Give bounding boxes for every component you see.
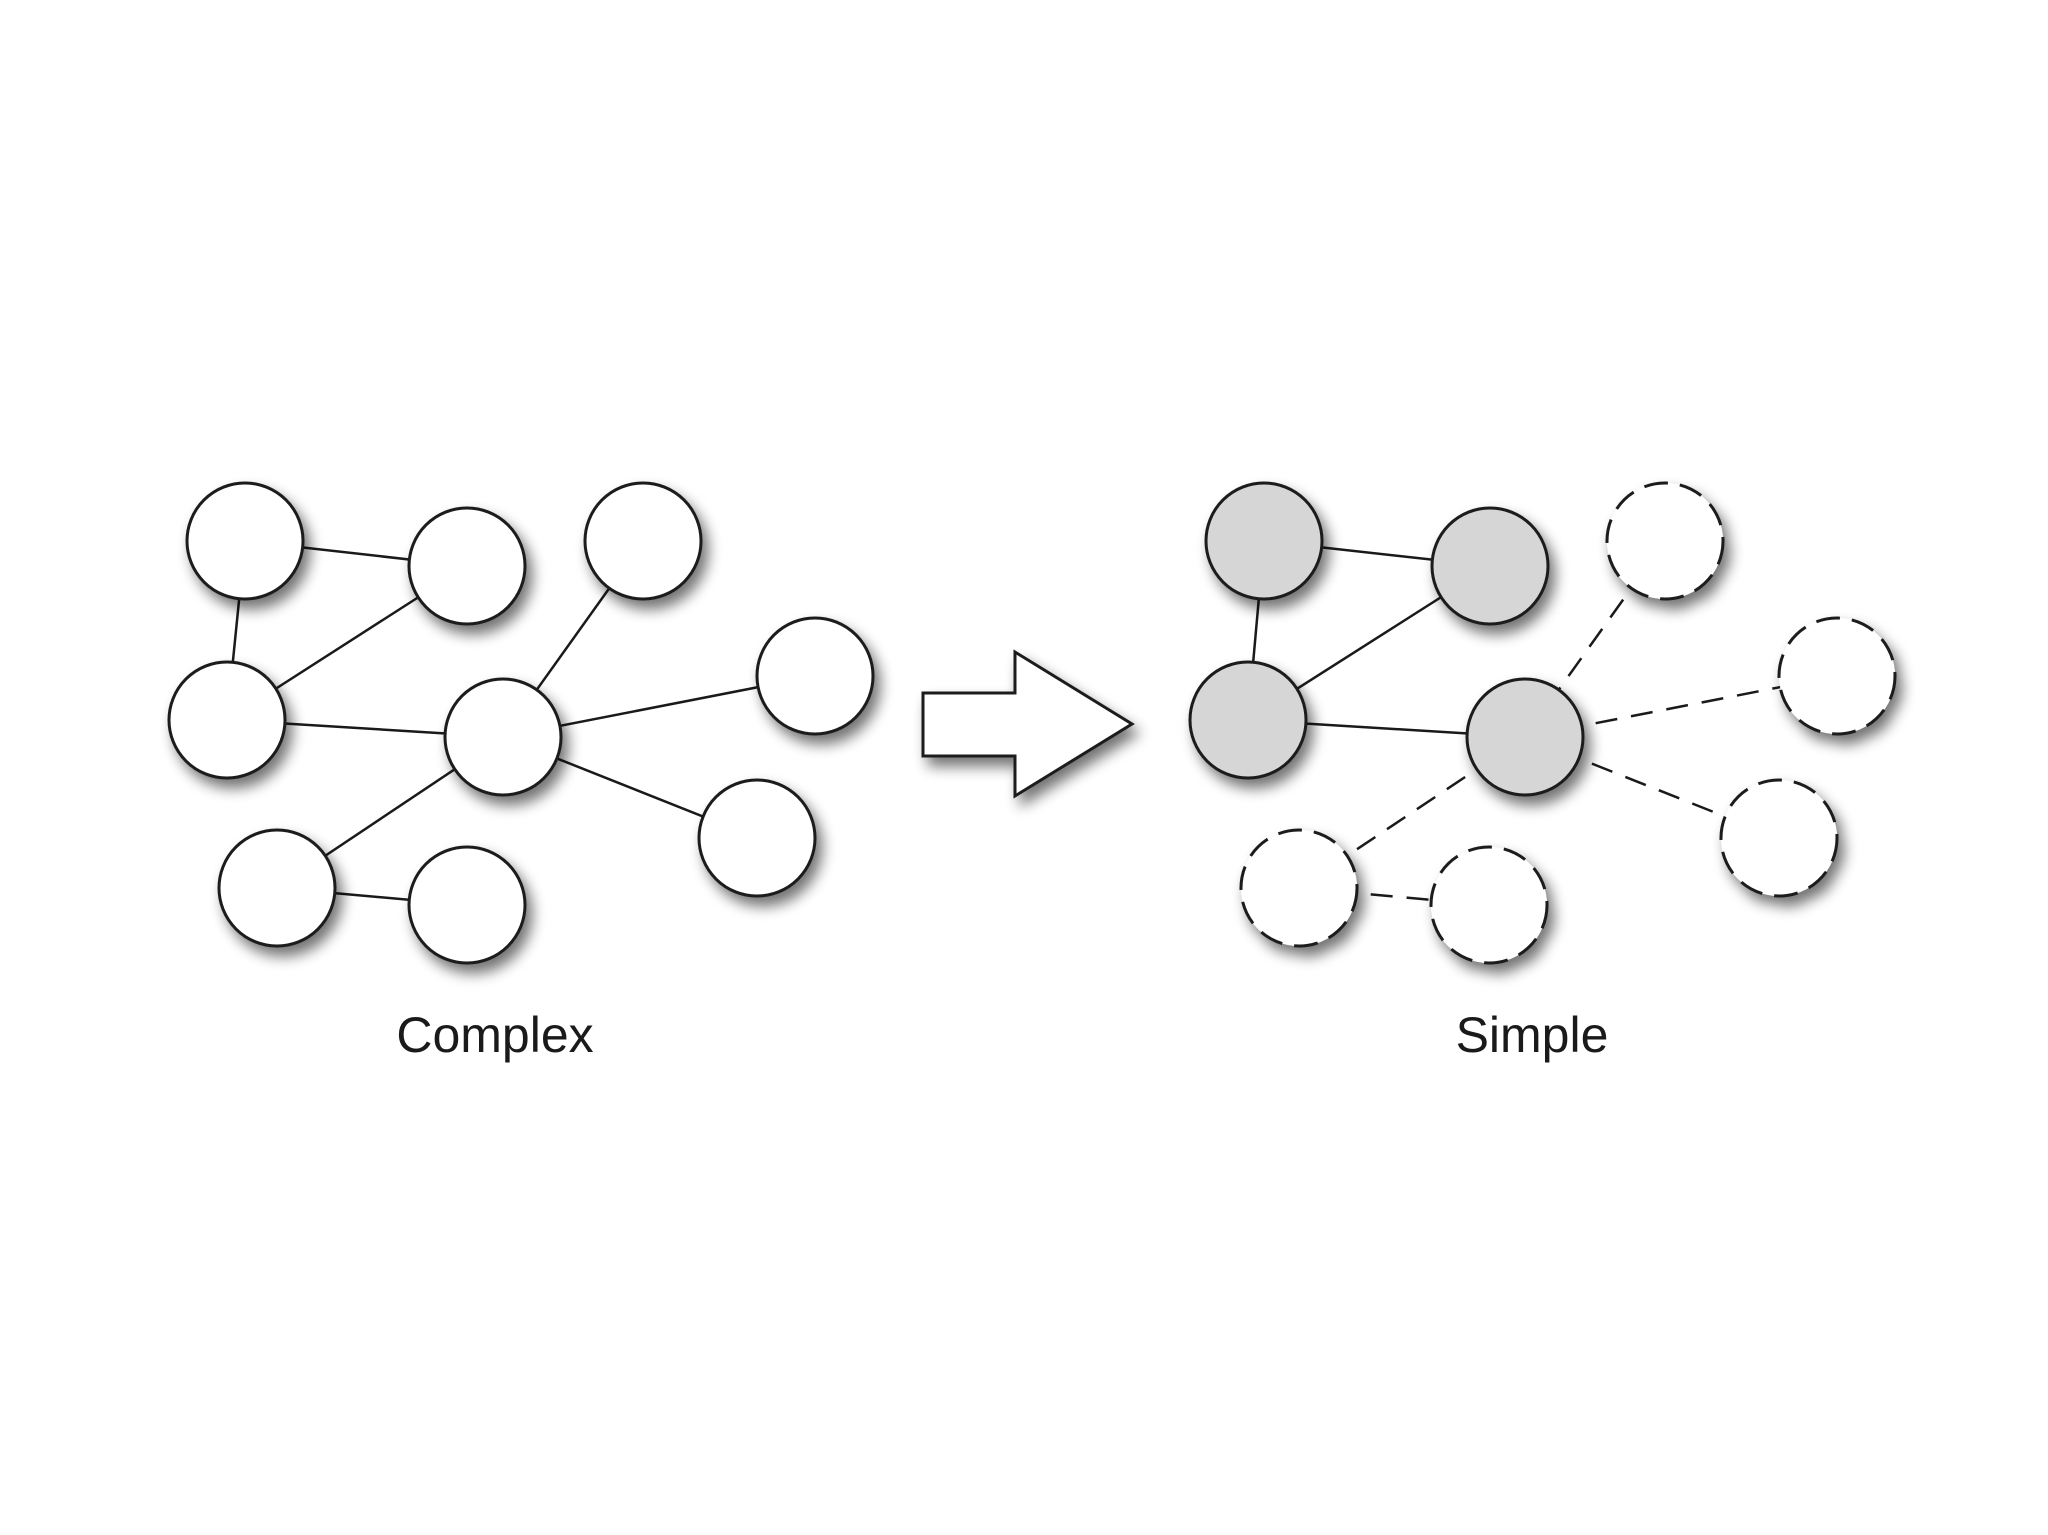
- complex-nodes: [167, 481, 875, 965]
- simple-node-s1-active: [1204, 481, 1324, 601]
- complex-node-n2: [407, 506, 527, 626]
- arrow-shape: [921, 649, 1135, 799]
- simple-node-s3-dashed: [1605, 481, 1725, 601]
- simple-node-s7-dashed: [1239, 828, 1359, 948]
- complex-node-n5: [443, 677, 563, 797]
- simple-nodes: [1188, 481, 1897, 965]
- complex-node-n7: [217, 828, 337, 948]
- complex-node-n8: [697, 778, 817, 898]
- simple-label: Simple: [1455, 1007, 1609, 1063]
- complex-node-n1: [185, 481, 305, 601]
- complex-node-n6: [755, 616, 875, 736]
- simple-node-s9-dashed: [1429, 845, 1549, 965]
- simple-node-s4-active: [1188, 660, 1308, 780]
- complex-node-n9: [407, 845, 527, 965]
- simple-node-s8-dashed: [1719, 778, 1839, 898]
- simple-node-s2-active: [1430, 506, 1550, 626]
- simple-network: [1188, 481, 1897, 965]
- simple-node-s5-active: [1465, 677, 1585, 797]
- simple-node-s6-dashed: [1777, 616, 1897, 736]
- transform-arrow: [921, 649, 1135, 799]
- complex-network: [167, 481, 875, 965]
- complex-label: Complex: [396, 1007, 594, 1063]
- complex-node-n3: [583, 481, 703, 601]
- complex-node-n4: [167, 660, 287, 780]
